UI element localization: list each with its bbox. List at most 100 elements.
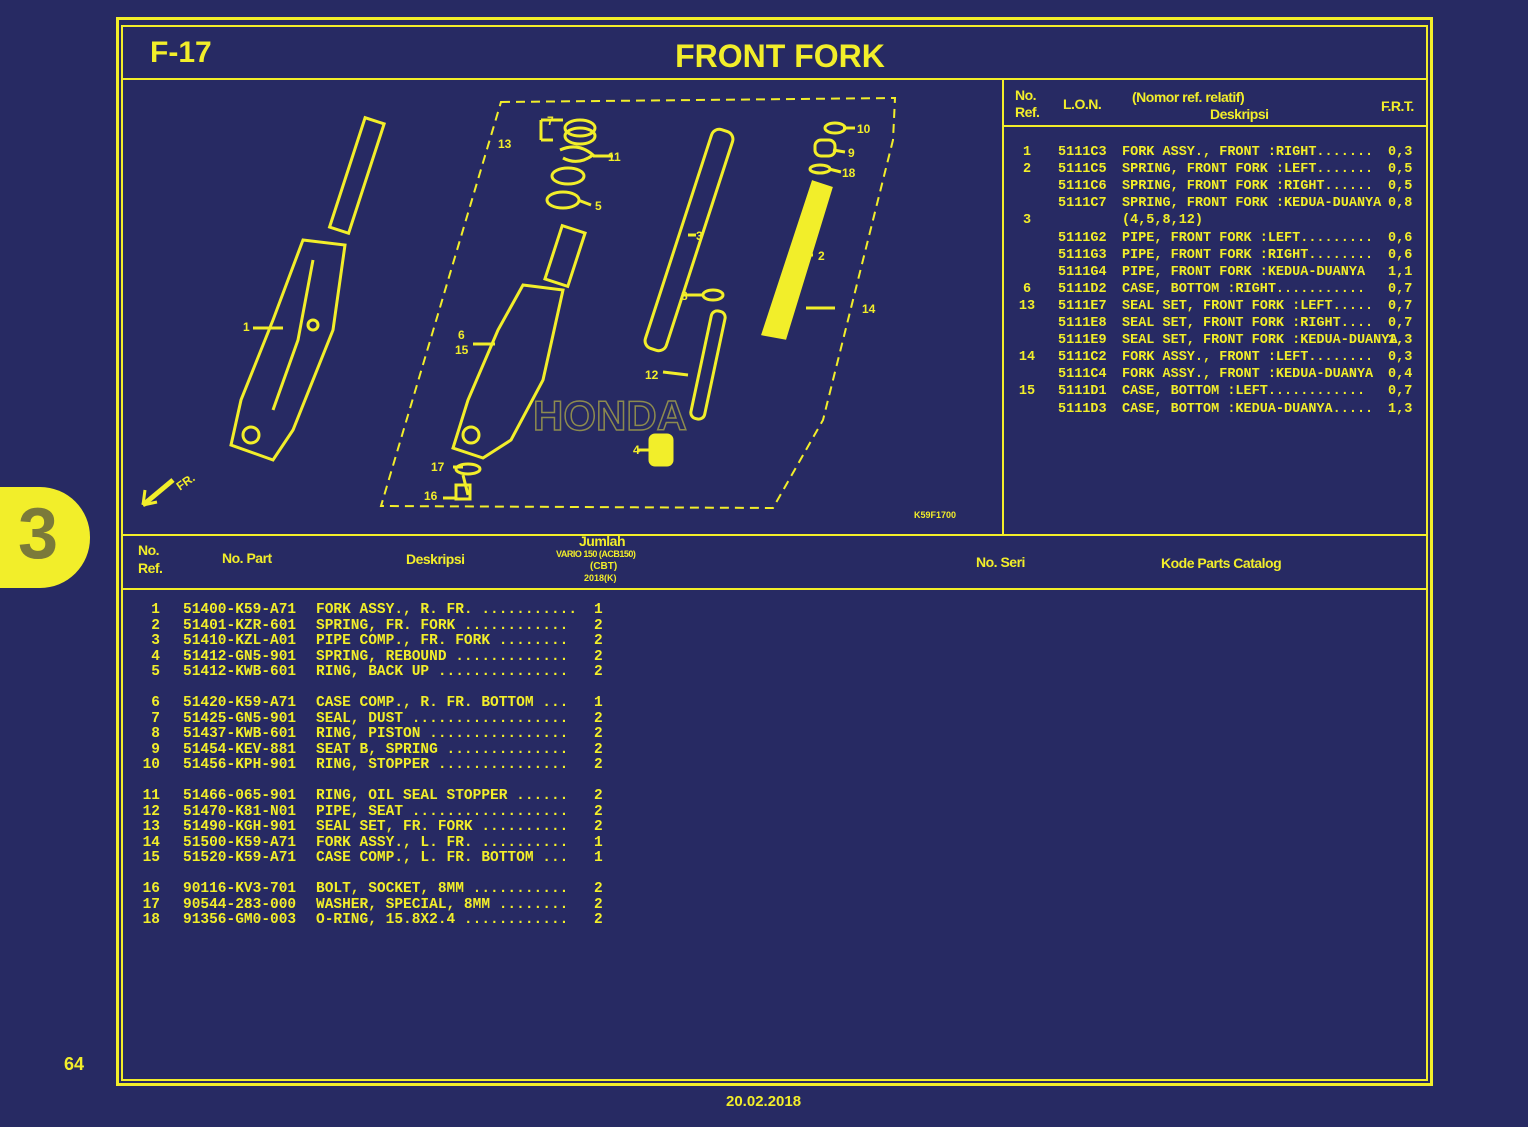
parts-cell-desc: RING, STOPPER ............... bbox=[316, 757, 569, 773]
right-header-lon: L.O.N. bbox=[1063, 96, 1102, 112]
bottom-header-no-ref: No. Ref. bbox=[138, 542, 163, 576]
bottom-header-kode: Kode Parts Catalog bbox=[1161, 555, 1282, 571]
right-cell-ref: 6 bbox=[1022, 281, 1032, 297]
callout-18: 18 bbox=[842, 166, 856, 180]
parts-cell-part: 51520-K59-A71 bbox=[183, 850, 297, 866]
diagram-table-divider bbox=[1002, 78, 1004, 534]
parts-cell-desc: BOLT, SOCKET, 8MM ........... bbox=[316, 881, 569, 897]
right-cell-frt: 0,5 bbox=[1388, 162, 1413, 178]
right-cell-desc: PIPE, FRONT FORK :LEFT......... bbox=[1122, 230, 1374, 246]
parts-cell-ref: 6 bbox=[151, 695, 160, 711]
callout-16: 16 bbox=[424, 489, 438, 503]
right-header-no-ref: No. Ref. bbox=[1015, 87, 1040, 120]
parts-cell-part: 51420-K59-A71 bbox=[183, 695, 297, 711]
right-cell-desc: (4,5,8,12) bbox=[1122, 213, 1204, 229]
parts-cell-ref: 15 bbox=[142, 850, 160, 866]
right-cell-lon: 5111G2 bbox=[1058, 230, 1107, 246]
parts-cell-part: 51412-GN5-901 bbox=[183, 648, 297, 665]
right-cell-ref: 3 bbox=[1022, 213, 1032, 229]
parts-cell-part: 51400-K59-A71 bbox=[183, 602, 297, 618]
parts-cell-ref: 2 bbox=[151, 617, 160, 634]
right-cell-lon: 5111D2 bbox=[1058, 281, 1107, 297]
page-code: F-17 bbox=[150, 36, 212, 69]
right-cell-ref: 15 bbox=[1018, 384, 1036, 400]
parts-cell-ref: 11 bbox=[142, 788, 160, 804]
parts-cell-qty: 1 bbox=[594, 834, 603, 851]
right-header-divider bbox=[1002, 125, 1428, 127]
title-divider bbox=[121, 78, 1428, 80]
parts-cell-qty: 2 bbox=[594, 819, 603, 835]
parts-cell-part: 51425-GN5-901 bbox=[183, 710, 297, 727]
right-cell-desc: CASE, BOTTOM :RIGHT........... bbox=[1122, 281, 1366, 297]
callout-2: 2 bbox=[818, 249, 825, 263]
bottom-header-divider bbox=[121, 588, 1428, 590]
parts-cell-qty: 2 bbox=[594, 757, 603, 773]
right-cell-desc: SPRING, FRONT FORK :LEFT....... bbox=[1122, 162, 1374, 178]
section-tab-number: 3 bbox=[18, 494, 59, 574]
parts-cell-qty: 2 bbox=[594, 633, 603, 649]
right-cell-frt: 0,7 bbox=[1388, 281, 1413, 297]
callout-7: 7 bbox=[547, 114, 554, 128]
right-header-frt: F.R.T. bbox=[1381, 98, 1414, 114]
parts-cell-qty: 2 bbox=[594, 664, 603, 680]
right-cell-frt: 0,7 bbox=[1388, 384, 1413, 400]
section-tab[interactable]: 3 bbox=[0, 487, 90, 588]
parts-cell-ref: 3 bbox=[151, 633, 160, 649]
parts-cell-ref: 9 bbox=[151, 741, 160, 758]
bottom-header-no-seri: No. Seri bbox=[976, 554, 1025, 570]
right-cell-frt: 1,1 bbox=[1388, 264, 1413, 280]
parts-cell-desc: PIPE COMP., FR. FORK ........ bbox=[316, 633, 569, 649]
parts-cell-part: 51401-KZR-601 bbox=[183, 617, 297, 634]
parts-cell-qty: 2 bbox=[594, 881, 603, 897]
right-cell-frt: 0,8 bbox=[1388, 196, 1413, 212]
parts-cell-qty: 2 bbox=[594, 617, 603, 634]
parts-cell-qty: 1 bbox=[594, 695, 603, 711]
parts-cell-part: 51410-KZL-A01 bbox=[183, 633, 297, 649]
exploded-diagram: HONDA bbox=[141, 96, 897, 510]
right-cell-desc: PIPE, FRONT FORK :KEDUA-DUANYA bbox=[1122, 264, 1374, 280]
parts-cell-ref: 16 bbox=[142, 881, 160, 897]
bottom-header-jumlah: Jumlah bbox=[579, 533, 626, 549]
parts-cell-desc: RING, OIL SEAL STOPPER ...... bbox=[316, 788, 569, 804]
right-cell-frt: 0,7 bbox=[1388, 298, 1413, 314]
parts-cell-part: 51437-KWB-601 bbox=[183, 726, 297, 742]
parts-cell-part: 51500-K59-A71 bbox=[183, 834, 297, 851]
parts-cell-desc: RING, BACK UP ............... bbox=[316, 664, 569, 680]
callout-17: 17 bbox=[431, 460, 445, 474]
bottom-header-desc: Deskripsi bbox=[406, 551, 465, 567]
callout-3: 3 bbox=[696, 229, 703, 243]
parts-cell-ref: 4 bbox=[151, 648, 160, 665]
callout-9: 9 bbox=[848, 146, 855, 160]
right-cell-desc: FORK ASSY., FRONT :LEFT........ bbox=[1122, 350, 1374, 366]
right-cell-desc: CASE, BOTTOM :KEDUA-DUANYA..... bbox=[1122, 401, 1374, 417]
page-title: FRONT FORK bbox=[675, 38, 885, 74]
parts-cell-qty: 2 bbox=[594, 896, 603, 913]
parts-cell-part: 91356-GM0-003 bbox=[183, 912, 297, 928]
parts-cell-desc: CASE COMP., L. FR. BOTTOM ... bbox=[316, 850, 569, 866]
parts-cell-desc: PIPE, SEAT .................. bbox=[316, 803, 569, 820]
right-cell-desc: PIPE, FRONT FORK :RIGHT........ bbox=[1122, 247, 1374, 263]
right-cell-lon: 5111C5 bbox=[1058, 162, 1107, 178]
parts-cell-ref: 8 bbox=[151, 726, 160, 742]
callout-1: 1 bbox=[243, 320, 250, 334]
right-cell-lon: 5111C3 bbox=[1058, 145, 1107, 160]
right-cell-ref: 13 bbox=[1018, 298, 1036, 314]
right-cell-desc: SPRING, FRONT FORK :RIGHT...... bbox=[1122, 179, 1374, 195]
right-cell-lon: 5111E7 bbox=[1058, 298, 1107, 314]
diagram-code: K59F1700 bbox=[914, 510, 957, 520]
bottom-header-year: 2018(K) bbox=[584, 573, 617, 583]
parts-cell-ref: 17 bbox=[142, 896, 160, 913]
right-cell-frt: 0,4 bbox=[1388, 367, 1413, 383]
parts-cell-ref: 18 bbox=[142, 912, 160, 928]
parts-cell-qty: 2 bbox=[594, 648, 603, 665]
callout-10: 10 bbox=[857, 122, 871, 136]
right-cell-lon: 5111E9 bbox=[1058, 333, 1107, 349]
right-cell-desc: SEAL SET, FRONT FORK :RIGHT.... bbox=[1122, 316, 1374, 331]
parts-cell-desc: O-RING, 15.8X2.4 ............ bbox=[316, 912, 569, 928]
right-cell-frt: 1,3 bbox=[1388, 333, 1413, 349]
parts-cell-qty: 2 bbox=[594, 726, 603, 742]
right-cell-lon: 5111D3 bbox=[1058, 401, 1107, 417]
parts-cell-desc: FORK ASSY., L. FR. .......... bbox=[316, 834, 569, 851]
parts-cell-ref: 10 bbox=[142, 757, 160, 773]
callout-11: 11 bbox=[608, 150, 621, 164]
